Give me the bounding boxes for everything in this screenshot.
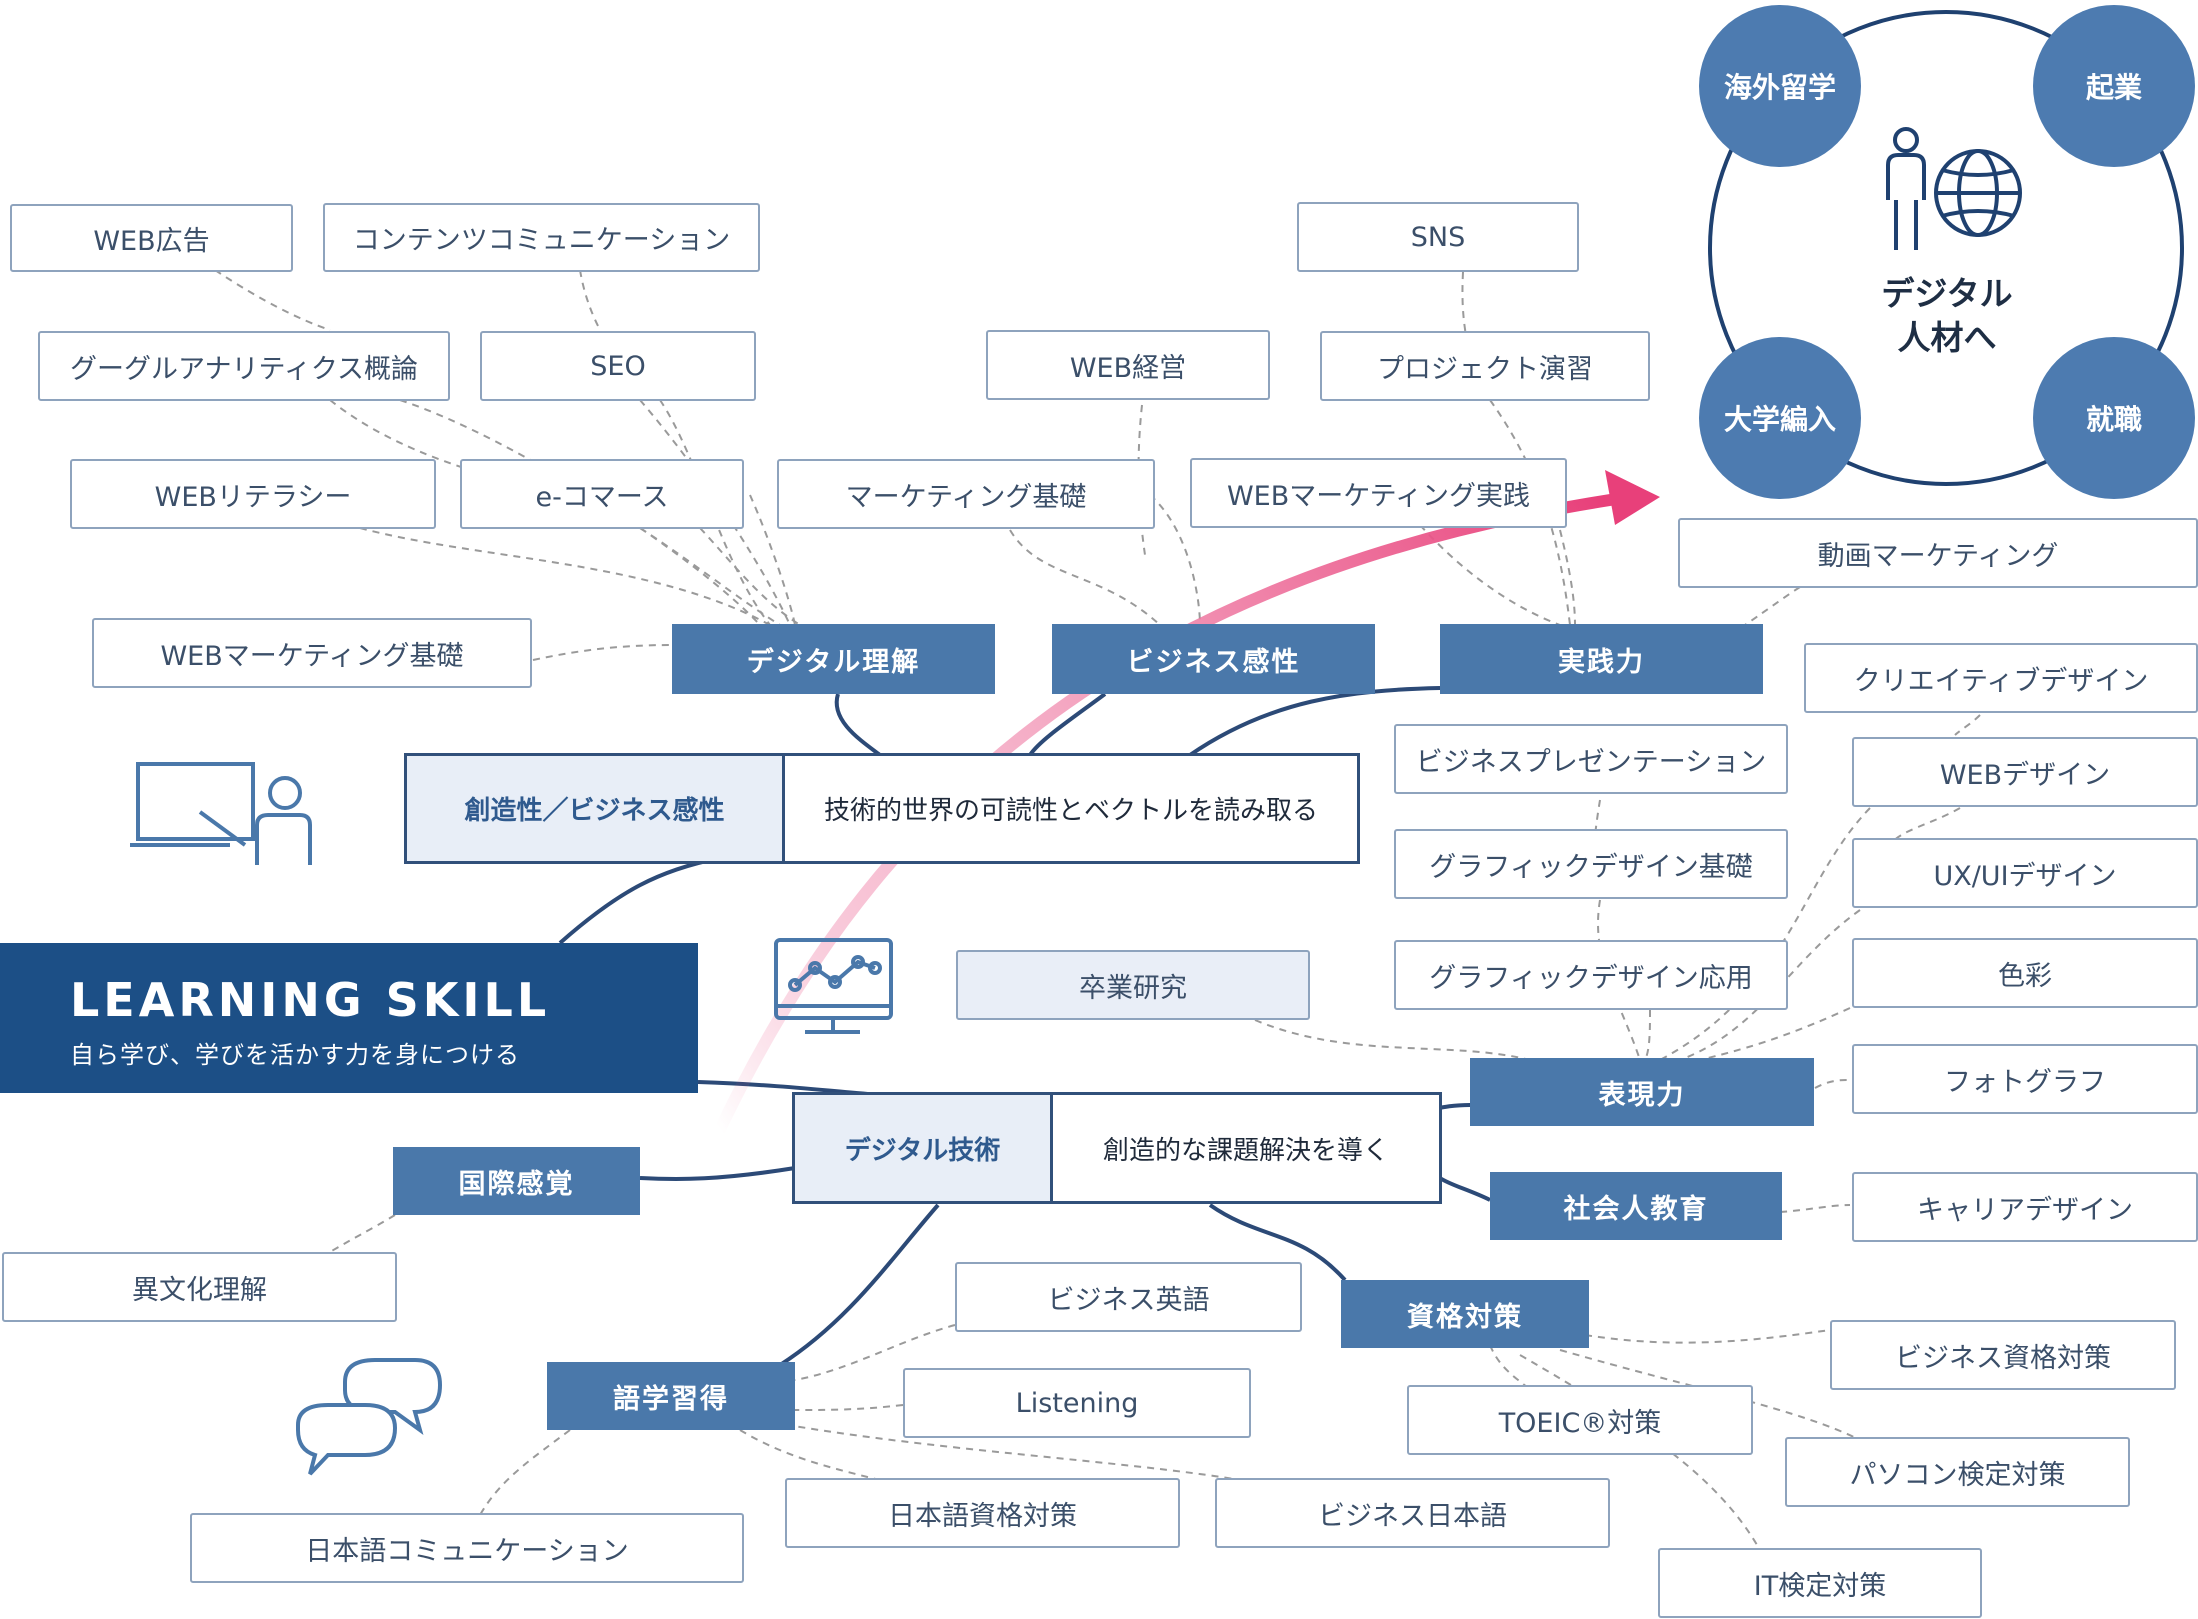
topic-photograph: フォトグラフ: [1852, 1044, 2198, 1114]
topic-sns: SNS: [1297, 202, 1579, 272]
link-ecom: [639, 527, 781, 626]
topic-web-management: WEB経営: [986, 330, 1270, 400]
category-social-education: 社会人教育: [1490, 1172, 1782, 1240]
monitor-chart-icon: [774, 938, 893, 1034]
outcomes-title: デジタル 人材へ: [1852, 272, 2042, 360]
topic-web-ad: WEB広告: [10, 204, 293, 272]
link-wmp: [1419, 524, 1561, 626]
chat-bubbles-icon: [296, 1358, 443, 1476]
link-color: [1699, 1007, 1851, 1061]
category-language: 語学習得: [547, 1362, 795, 1430]
topic-google-analytics: グーグルアナリティクス概論: [38, 331, 450, 401]
link-webad: [214, 269, 331, 331]
category-expression: 表現力: [1470, 1058, 1814, 1126]
link-creative: [1954, 714, 1981, 736]
link-bj: [759, 1419, 1241, 1481]
outcome-employment: 就職: [2033, 337, 2195, 499]
link-main-upper: [558, 856, 721, 945]
link-jcomm: [479, 1429, 571, 1516]
topic-business-english: ビジネス英語: [955, 1262, 1302, 1332]
link-career: [1779, 1204, 1851, 1213]
link-grad: [1254, 1019, 1531, 1061]
link-listening: [794, 1404, 904, 1411]
topic-japanese-cert: 日本語資格対策: [785, 1478, 1180, 1548]
topic-web-marketing-basic: WEBマーケティング基礎: [92, 618, 532, 688]
category-practical: 実践力: [1440, 624, 1763, 694]
topic-creative-design: クリエイティブデザイン: [1804, 643, 2198, 713]
topic-web-marketing-practice: WEBマーケティング実践: [1190, 458, 1567, 528]
central-upper-text: 技術的世界の可読性とベクトルを読み取る: [823, 796, 1318, 826]
link-mkt: [1009, 529, 1161, 626]
link-lang: [778, 1203, 940, 1367]
link-be: [794, 1324, 956, 1381]
topic-business-presentation: ビジネスプレゼンテーション: [1394, 724, 1788, 794]
link-ga: [1644, 1009, 1651, 1061]
topic-toeic: TOEIC®対策: [1407, 1385, 1753, 1455]
outcome-startup: 起業: [2033, 5, 2195, 167]
link-toeic: [1489, 1344, 1531, 1391]
category-certification: 資格対策: [1341, 1280, 1589, 1348]
link-bs: [1028, 692, 1107, 757]
topic-it-cert: IT検定対策: [1658, 1548, 1982, 1618]
link-marketing-basic-dr: [749, 494, 796, 626]
topic-content-communication: コンテンツコミュニケーション: [323, 203, 760, 272]
graduation-research-box: 卒業研究: [956, 950, 1310, 1020]
topic-web-design: WEBデザイン: [1852, 737, 2198, 807]
topic-seo: SEO: [480, 331, 756, 401]
topic-ecommerce: e-コマース: [460, 459, 744, 529]
link-content: [579, 269, 601, 331]
topic-web-literacy: WEBリテラシー: [70, 459, 436, 529]
link-literacy: [359, 527, 771, 626]
link-pr: [1188, 686, 1441, 757]
category-international: 国際感覚: [393, 1147, 640, 1215]
link-mkt2: [1149, 494, 1201, 626]
link-ecom2: [699, 527, 801, 626]
banner-title: LEARNING SKILL: [70, 973, 551, 1027]
link-cert: [1208, 1203, 1347, 1282]
topic-graphic-basic: グラフィックデザイン基礎: [1394, 829, 1788, 899]
link-wmp2: [1559, 529, 1576, 626]
link-di: [834, 693, 882, 757]
outcome-transfer: 大学編入: [1699, 337, 1861, 499]
topic-business-japanese: ビジネス日本語: [1215, 1478, 1610, 1548]
topic-intercultural: 異文化理解: [2, 1252, 397, 1322]
outcomes-title-line2: 人材へ: [1897, 318, 1997, 357]
central-lower-label: デジタル技術: [795, 1095, 1053, 1201]
topic-uxui-design: UX/UIデザイン: [1852, 838, 2198, 908]
link-wmb: [532, 644, 673, 661]
banner-subtitle: 自ら学び、学びを活かす力を身につける: [70, 1041, 520, 1069]
central-upper-box: 創造性／ビジネス感性 技術的世界の可読性とベクトルを読み取る: [404, 753, 1360, 864]
category-digital-understanding: デジタル理解: [672, 624, 995, 694]
central-lower-text: 創造的な課題解決を導く: [1102, 1135, 1389, 1166]
link-intercultural: [329, 1214, 396, 1253]
topic-business-cert: ビジネス資格対策: [1830, 1320, 2176, 1390]
growth-arrowhead: [1605, 470, 1660, 525]
topic-japanese-communication: 日本語コミュニケーション: [190, 1513, 744, 1583]
topic-color: 色彩: [1852, 938, 2198, 1008]
link-ia: [639, 1166, 796, 1181]
central-lower-box: デジタル技術 創造的な課題解決を導く: [792, 1092, 1442, 1204]
outcomes-title-line1: デジタル: [1881, 274, 2013, 313]
learning-skill-banner: LEARNING SKILL 自ら学び、学びを活かす力を身につける: [0, 943, 698, 1093]
person-globe-icon: [1886, 127, 2022, 250]
topic-graphic-applied: グラフィックデザイン応用: [1394, 940, 1788, 1010]
link-se: [1438, 1176, 1491, 1202]
topic-pc-cert: パソコン検定対策: [1785, 1437, 2130, 1507]
link-bcert: [1584, 1329, 1831, 1344]
topic-project-exercise: プロジェクト演習: [1320, 331, 1650, 401]
teacher-board-icon: [130, 762, 312, 865]
topic-video-marketing: 動画マーケティング: [1678, 518, 2198, 588]
link-webdesign: [1659, 807, 1871, 1061]
link-video: [1744, 586, 1801, 626]
topic-marketing-basic: マーケティング基礎: [777, 459, 1155, 529]
topic-career-design: キャリアデザイン: [1852, 1172, 2198, 1242]
topic-listening: Listening: [903, 1368, 1251, 1438]
central-upper-label: 創造性／ビジネス感性: [407, 756, 785, 861]
link-photo: [1814, 1079, 1851, 1089]
link-google: [329, 399, 471, 471]
outcome-study-abroad: 海外留学: [1699, 5, 1861, 167]
category-business-sense: ビジネス感性: [1052, 624, 1375, 694]
